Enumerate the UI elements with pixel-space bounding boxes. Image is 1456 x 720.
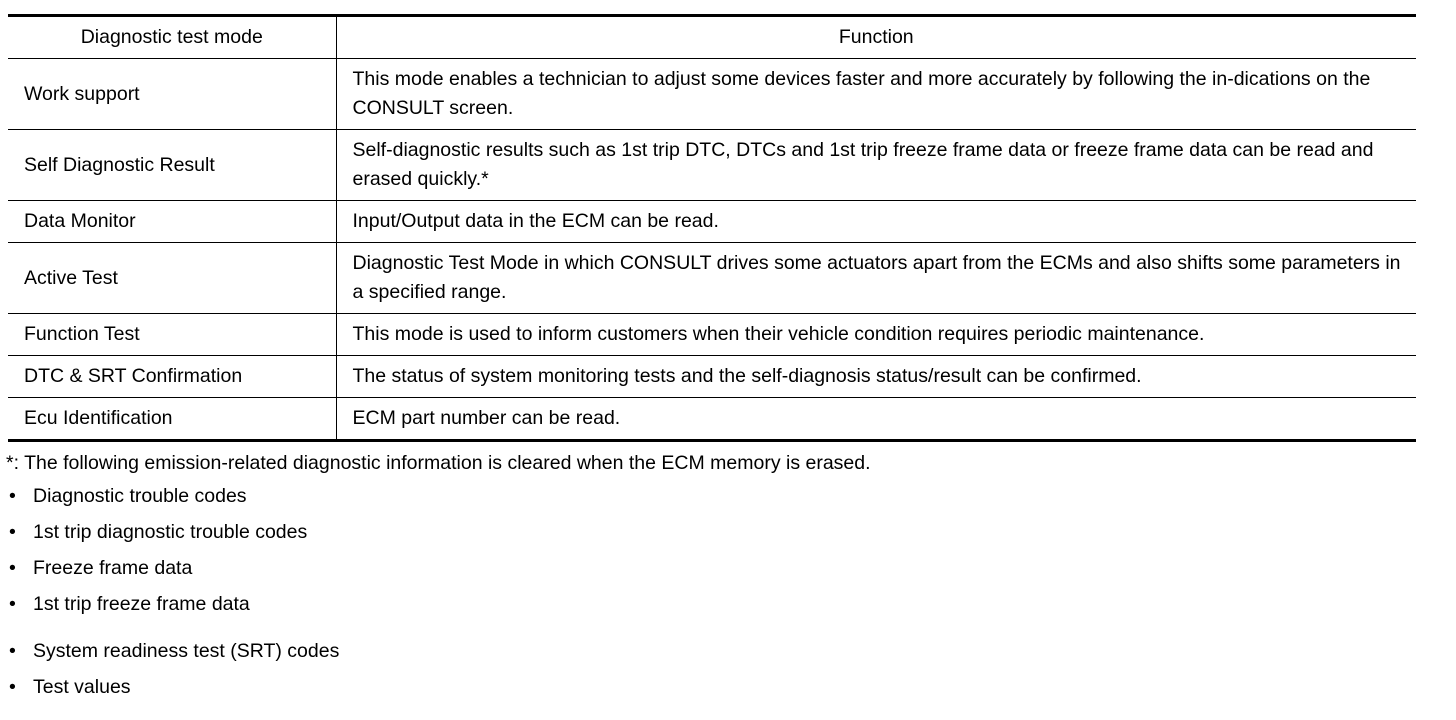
bullet-icon: • bbox=[9, 593, 16, 615]
document: Diagnostic test mode Function Work suppo… bbox=[6, 14, 1416, 705]
list-item: • System readiness test (SRT) codes bbox=[8, 633, 1416, 669]
list-item-text: Freeze frame data bbox=[33, 557, 193, 579]
mode-cell: DTC & SRT Confirmation bbox=[8, 355, 336, 398]
mode-cell: Self Diagnostic Result bbox=[8, 129, 336, 201]
list-item-text: 1st trip freeze frame data bbox=[33, 593, 250, 615]
mode-cell: Data Monitor bbox=[8, 200, 336, 243]
diagnostic-mode-table: Diagnostic test mode Function Work suppo… bbox=[8, 14, 1416, 442]
list-item: • 1st trip diagnostic trouble codes bbox=[8, 514, 1416, 550]
mode-cell: Active Test bbox=[8, 242, 336, 314]
mode-cell: Work support bbox=[8, 58, 336, 130]
function-cell: This mode is used to inform customers wh… bbox=[335, 313, 1416, 356]
function-cell: The status of system monitoring tests an… bbox=[335, 355, 1416, 398]
list-item-text: Test values bbox=[33, 676, 131, 698]
list-item-text: System readiness test (SRT) codes bbox=[33, 640, 340, 662]
bullet-icon: • bbox=[9, 557, 16, 579]
table-row: Self Diagnostic Result Self-diagnostic r… bbox=[8, 129, 1416, 201]
mode-cell: Ecu Identification bbox=[8, 397, 336, 442]
footnote: *: The following emission-related diagno… bbox=[6, 452, 871, 474]
notes-section: *: The following emission-related diagno… bbox=[6, 448, 1416, 705]
function-cell: This mode enables a technician to adjust… bbox=[335, 58, 1416, 130]
bullet-icon: • bbox=[9, 521, 16, 543]
list-item: • Test values bbox=[8, 669, 1416, 705]
table-row: DTC & SRT Confirmation The status of sys… bbox=[8, 355, 1416, 398]
list-item: • Freeze frame data bbox=[8, 550, 1416, 586]
table-row: Function Test This mode is used to infor… bbox=[8, 313, 1416, 356]
table-row: Work support This mode enables a technic… bbox=[8, 58, 1416, 130]
mode-cell: Function Test bbox=[8, 313, 336, 356]
function-cell: Diagnostic Test Mode in which CONSULT dr… bbox=[335, 242, 1416, 314]
bullet-icon: • bbox=[9, 640, 16, 662]
table-row: Ecu Identification ECM part number can b… bbox=[8, 397, 1416, 442]
list-item: • Diagnostic trouble codes bbox=[8, 478, 1416, 514]
list-item-text: 1st trip diagnostic trouble codes bbox=[33, 521, 308, 543]
table-header-row: Diagnostic test mode Function bbox=[8, 14, 1416, 59]
bullet-list: • Diagnostic trouble codes • 1st trip di… bbox=[8, 478, 1416, 705]
table-row: Active Test Diagnostic Test Mode in whic… bbox=[8, 242, 1416, 314]
column-header-function: Function bbox=[335, 14, 1416, 59]
bullet-icon: • bbox=[9, 676, 16, 698]
list-item-text: Diagnostic trouble codes bbox=[33, 485, 247, 507]
table-row: Data Monitor Input/Output data in the EC… bbox=[8, 200, 1416, 243]
bullet-icon: • bbox=[9, 485, 16, 507]
list-item: • 1st trip freeze frame data bbox=[8, 586, 1416, 622]
function-cell: ECM part number can be read. bbox=[335, 397, 1416, 442]
function-cell: Self-diagnostic results such as 1st trip… bbox=[335, 129, 1416, 201]
function-cell: Input/Output data in the ECM can be read… bbox=[335, 200, 1416, 243]
column-header-mode: Diagnostic test mode bbox=[8, 14, 336, 59]
